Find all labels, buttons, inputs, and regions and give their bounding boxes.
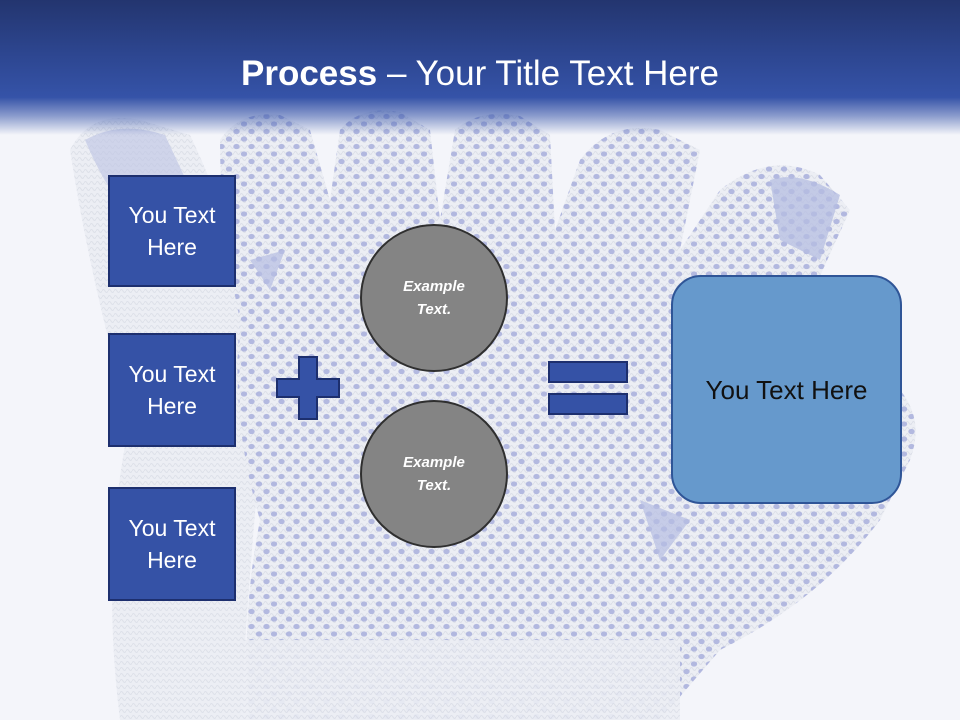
example-circle-1[interactable]: Example Text. (360, 224, 508, 372)
header-band (0, 0, 960, 135)
plus-icon (276, 356, 340, 420)
title-separator: – (377, 54, 416, 93)
left-text-box-3[interactable]: You Text Here (108, 487, 236, 601)
result-text-box[interactable]: You Text Here (671, 275, 902, 504)
title-rest: Your Title Text Here (415, 54, 720, 93)
slide-title: Process – Your Title Text Here (0, 52, 960, 96)
left-text-box-1[interactable]: You Text Here (108, 175, 236, 287)
left-text-box-2[interactable]: You Text Here (108, 333, 236, 447)
equals-icon (548, 361, 628, 415)
title-bold: Process (241, 54, 378, 93)
example-circle-2[interactable]: Example Text. (360, 400, 508, 548)
